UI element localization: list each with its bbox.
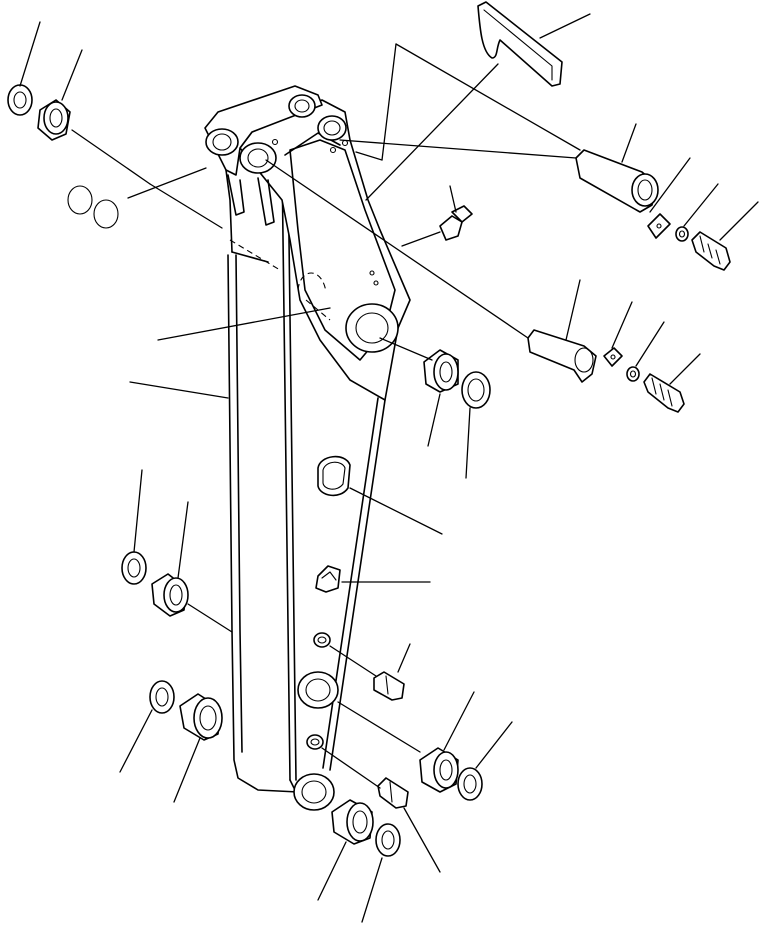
left-middle-bushings (121, 551, 189, 617)
upper-pin-assembly (575, 149, 731, 271)
left-lower-bushings (149, 680, 223, 741)
lower-pin-assembly (527, 329, 685, 413)
grease-fittings (373, 205, 473, 809)
clip-part (477, 1, 563, 87)
arm-body (204, 85, 411, 811)
upper-left-bushings (7, 84, 119, 229)
bottom-bushings (331, 799, 401, 857)
right-lower-bushings (419, 747, 483, 801)
right-bushings (423, 349, 491, 409)
leader-lines (19, 13, 759, 923)
